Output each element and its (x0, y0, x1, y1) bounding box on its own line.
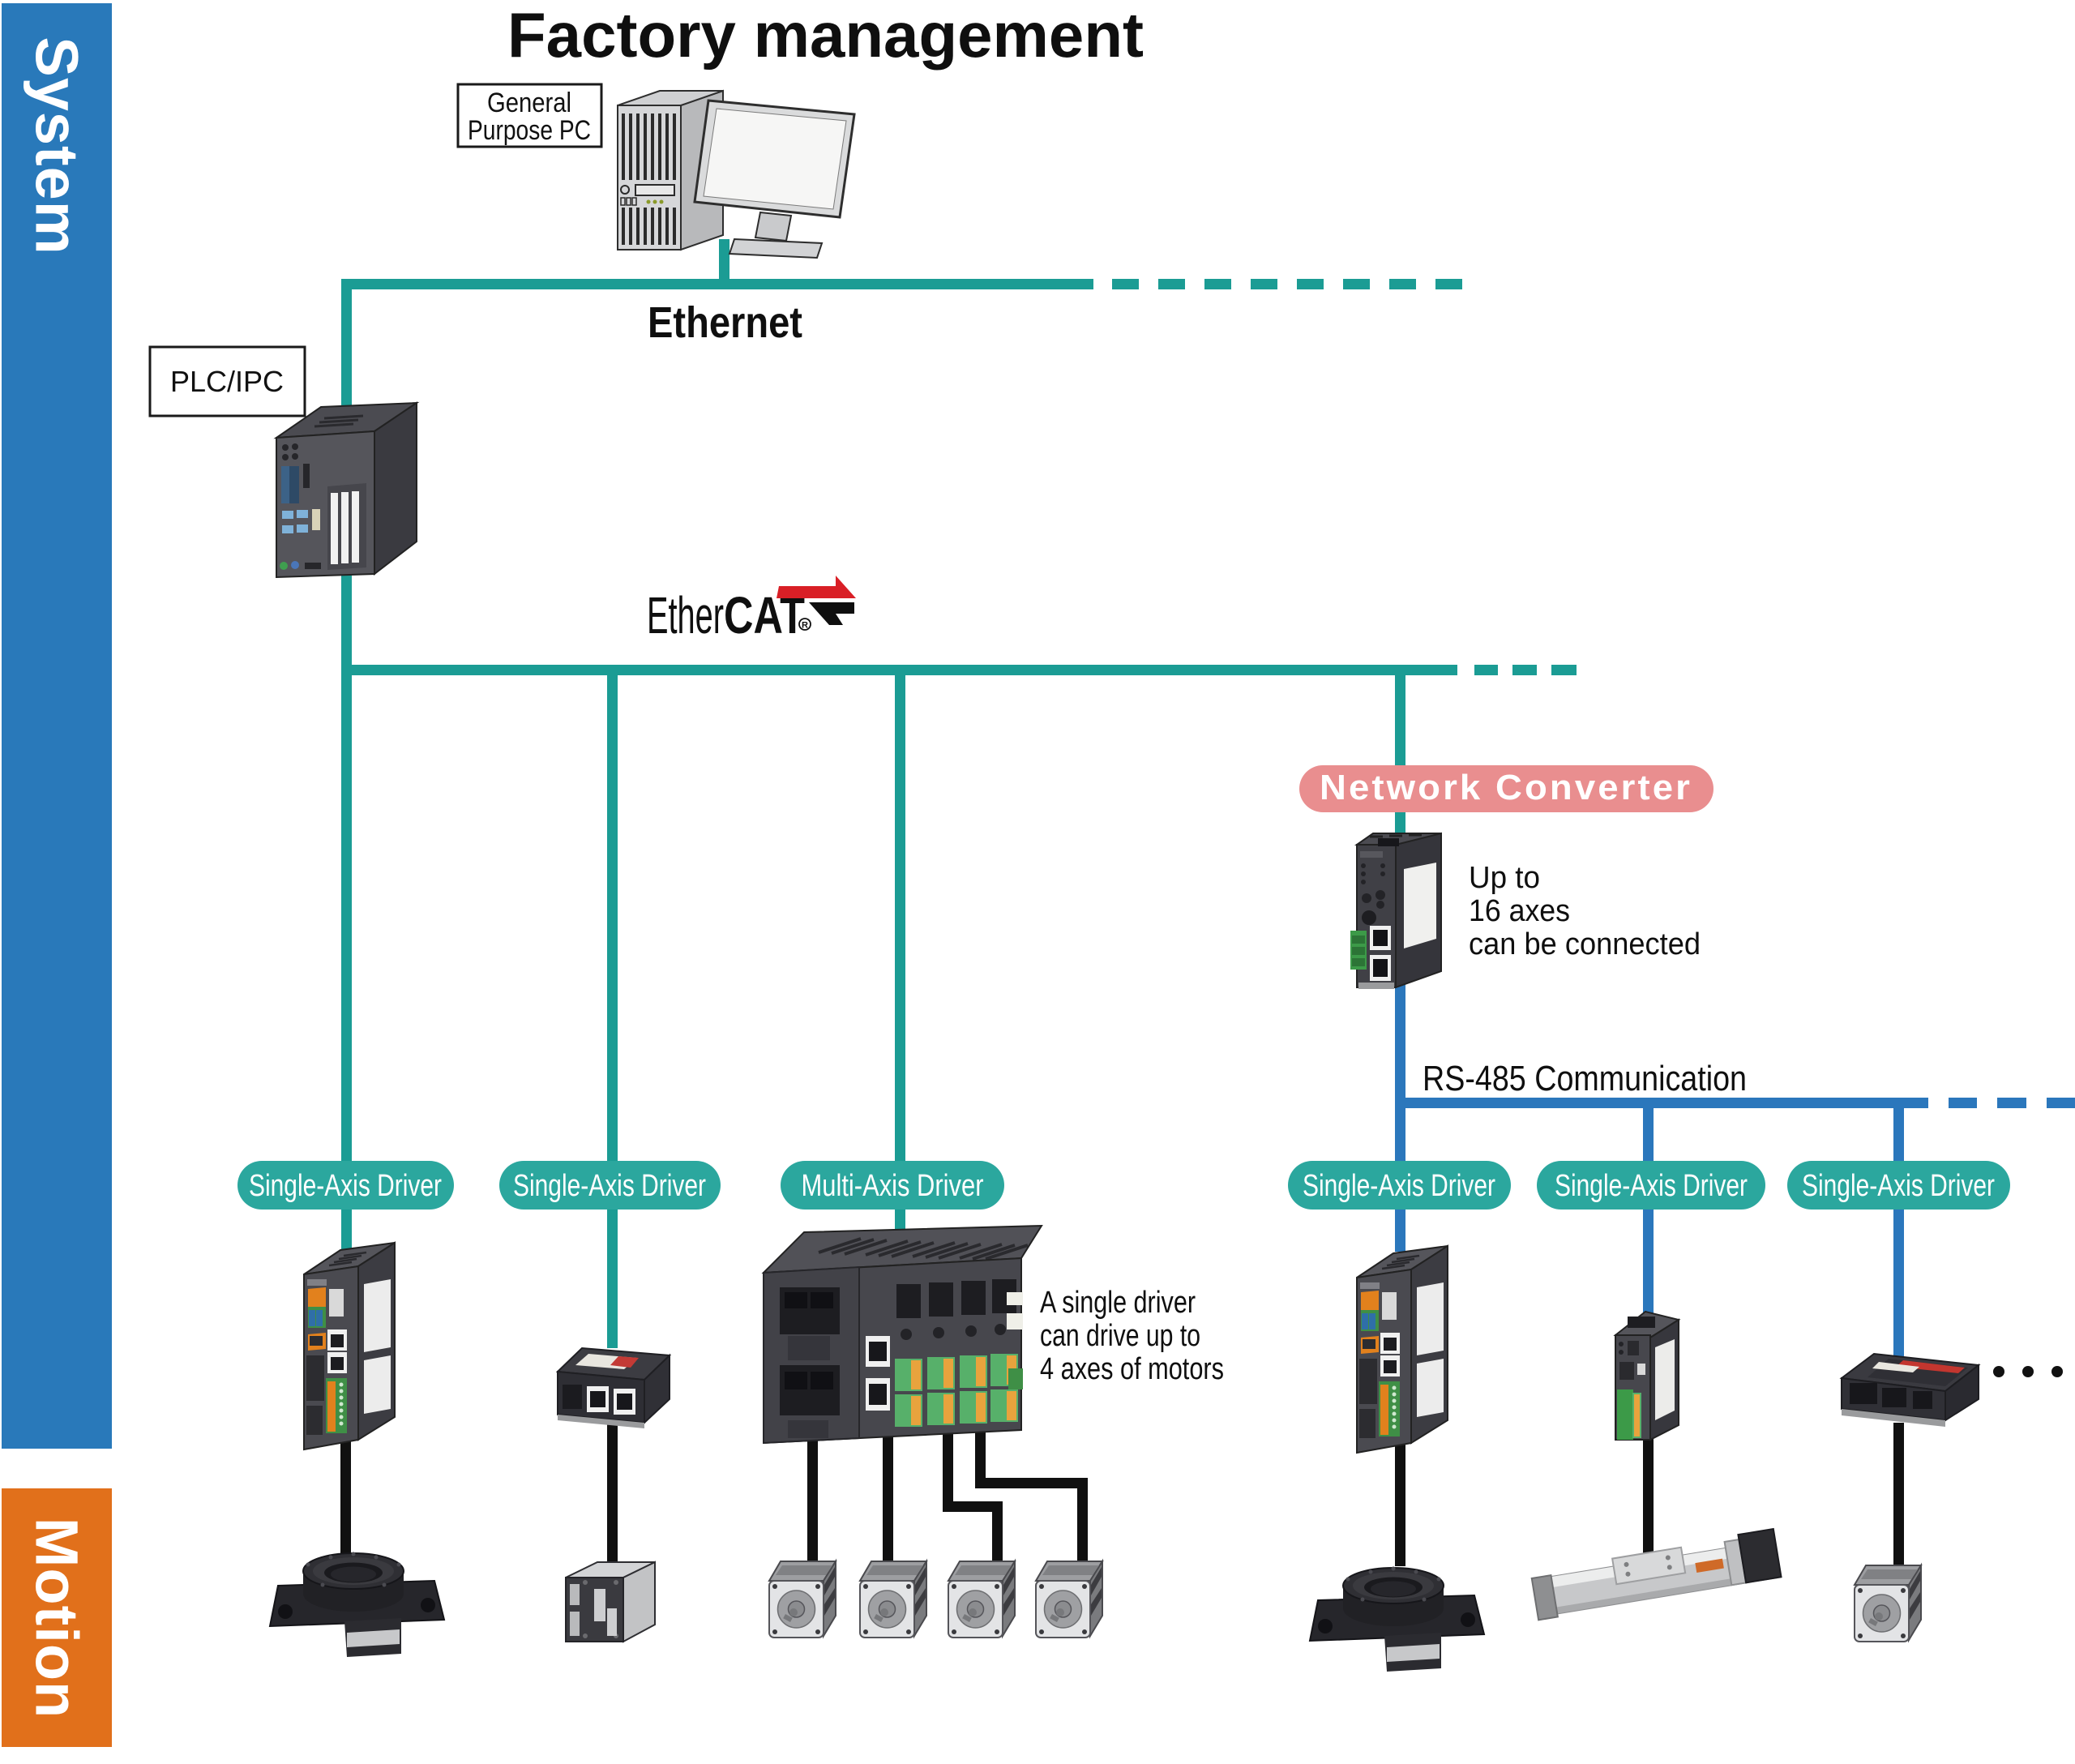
svg-text:A single driver: A single driver (1040, 1286, 1196, 1320)
svg-text:can drive up to: can drive up to (1040, 1319, 1200, 1353)
svg-text:Single-Axis Driver: Single-Axis Driver (1555, 1169, 1748, 1203)
svg-text:Single-Axis Driver: Single-Axis Driver (1303, 1169, 1495, 1203)
svg-text:Ether: Ether (647, 586, 724, 644)
svg-text:can be connected: can be connected (1469, 927, 1701, 961)
svg-text:General: General (487, 88, 571, 118)
svg-text:R: R (802, 621, 808, 631)
svg-text:Network Converter: Network Converter (1320, 768, 1692, 807)
svg-text:RS-485 Communication: RS-485 Communication (1423, 1059, 1747, 1098)
svg-text:Single-Axis Driver: Single-Axis Driver (1802, 1169, 1995, 1203)
svg-text:Single-Axis Driver: Single-Axis Driver (513, 1169, 706, 1203)
svg-text:Up to: Up to (1469, 861, 1540, 895)
svg-text:Single-Axis Driver: Single-Axis Driver (249, 1169, 442, 1203)
svg-text:Multi-Axis Driver: Multi-Axis Driver (802, 1169, 984, 1203)
svg-text:PLC/IPC: PLC/IPC (170, 365, 284, 398)
svg-text:4 axes of motors: 4 axes of motors (1040, 1352, 1224, 1386)
svg-text:Factory management: Factory management (507, 0, 1144, 71)
svg-text:System: System (24, 36, 91, 255)
svg-text:Motion: Motion (24, 1518, 91, 1719)
svg-text:16 axes: 16 axes (1469, 894, 1570, 928)
svg-text:Purpose PC: Purpose PC (468, 115, 591, 146)
svg-text:Ethernet: Ethernet (648, 298, 802, 347)
